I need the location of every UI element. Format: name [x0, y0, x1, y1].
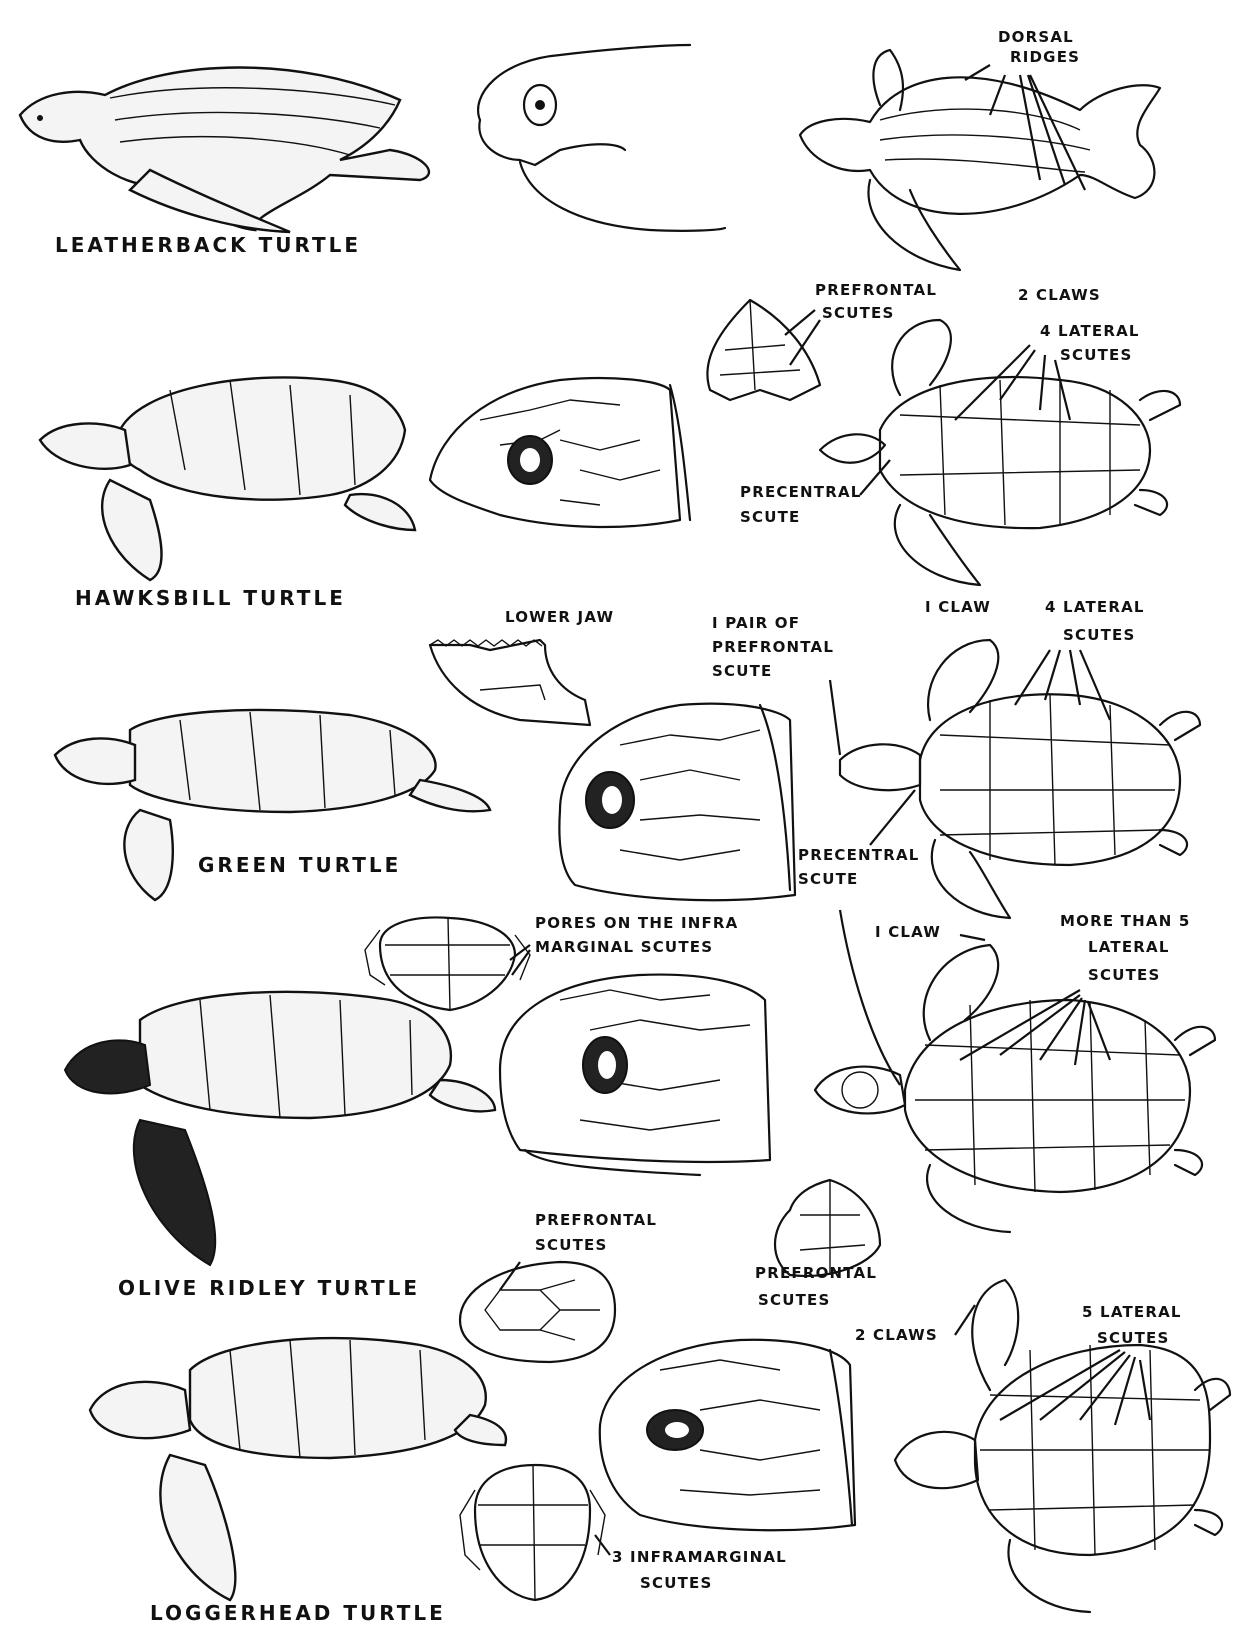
green-prefrontal-line1: I PAIR OF [712, 614, 800, 632]
ridley-prefrontal-detail [775, 1180, 880, 1276]
hawksbill-prefrontal-pointers [785, 310, 820, 365]
green-prefrontal-line3: SCUTE [712, 662, 772, 680]
green-claw: I CLAW [925, 598, 991, 616]
hawksbill-side-view [40, 377, 415, 580]
ridley-pores-line2: MARGINAL SCUTES [535, 938, 713, 956]
ridley-side-view [65, 992, 495, 1265]
loggerhead-name: LOGGERHEAD TURTLE [150, 1601, 446, 1625]
leatherback-side-view [20, 68, 429, 233]
hawksbill-prefrontal-line2: SCUTES [822, 304, 894, 322]
leatherback-dorsal-view [800, 50, 1160, 270]
ridley-lateral-line1: MORE THAN 5 [1060, 912, 1191, 930]
green-precentral-pointer [870, 790, 915, 845]
loggerhead-inframarginal-line2: SCUTES [640, 1574, 712, 1592]
loggerhead-head-detail [600, 1340, 855, 1530]
dorsal-ridges-line1: DORSAL [998, 28, 1074, 46]
loggerhead-prefrontal-line1: PREFRONTAL [535, 1211, 657, 1229]
hawksbill-lateral-line1: 4 LATERAL [1040, 322, 1140, 340]
hawksbill-prefrontal-line1: PREFRONTAL [815, 281, 937, 299]
loggerhead-inframarginal-line1: 3 INFRAMARGINAL [612, 1548, 787, 1566]
ridley-claw: I CLAW [875, 923, 941, 941]
ridley-lateral-line2: LATERAL [1088, 938, 1170, 956]
green-head-detail [559, 704, 795, 901]
hawksbill-prefrontal-detail [707, 300, 820, 400]
green-lower-jaw-detail [430, 640, 590, 725]
green-prefrontal-pointer [830, 680, 840, 755]
loggerhead-side-view [90, 1338, 506, 1600]
ridley-lateral-line3: SCUTES [1088, 966, 1160, 984]
hawksbill-name: HAWKSBILL TURTLE [75, 586, 346, 610]
green-lateral-pointers [1015, 650, 1110, 720]
green-lateral-line1: 4 LATERAL [1045, 598, 1145, 616]
leatherback-name: LEATHERBACK TURTLE [55, 233, 361, 257]
loggerhead-plastron-detail [460, 1465, 605, 1600]
ridley-claw-pointer [960, 935, 985, 940]
ridley-prefrontal-line2: SCUTES [758, 1291, 830, 1309]
loggerhead-dorsal-view [895, 1280, 1230, 1612]
ridley-dorsal-view [815, 945, 1215, 1232]
green-prefrontal-line2: PREFRONTAL [712, 638, 834, 656]
ridley-prefrontal-line1: PREFRONTAL [755, 1264, 877, 1282]
green-name: GREEN TURTLE [198, 853, 401, 877]
dorsal-ridges-line2: RIDGES [1010, 48, 1080, 66]
lower-jaw-label: LOWER JAW [505, 608, 614, 626]
green-precentral-line1: PRECENTRAL [798, 846, 920, 864]
hawksbill-precentral-line1: PRECENTRAL [740, 483, 862, 501]
green-precentral-line2: SCUTE [798, 870, 858, 888]
ridley-head-detail [500, 975, 770, 1175]
loggerhead-lateral-pointers [1000, 1350, 1150, 1425]
loggerhead-prefrontal-line2: SCUTES [535, 1236, 607, 1254]
green-dorsal-view [840, 640, 1200, 918]
loggerhead-claws: 2 CLAWS [855, 1326, 938, 1344]
hawksbill-precentral-line2: SCUTE [740, 508, 800, 526]
loggerhead-lateral-line2: SCUTES [1097, 1329, 1169, 1347]
hawksbill-head-detail [430, 378, 690, 527]
green-lateral-line2: SCUTES [1063, 626, 1135, 644]
hawksbill-claws: 2 CLAWS [1018, 286, 1101, 304]
leatherback-head-detail [478, 45, 725, 231]
ridley-name: OLIVE RIDLEY TURTLE [118, 1276, 420, 1300]
ridley-plastron-detail [365, 917, 530, 1010]
hawksbill-lateral-line2: SCUTES [1060, 346, 1132, 364]
ridley-pores-line1: PORES ON THE INFRA [535, 914, 739, 932]
loggerhead-prefrontal-detail [460, 1262, 615, 1362]
loggerhead-lateral-line1: 5 LATERAL [1082, 1303, 1182, 1321]
hawksbill-lateral-pointers [955, 345, 1070, 420]
loggerhead-inframarginal-pointer [595, 1535, 610, 1555]
